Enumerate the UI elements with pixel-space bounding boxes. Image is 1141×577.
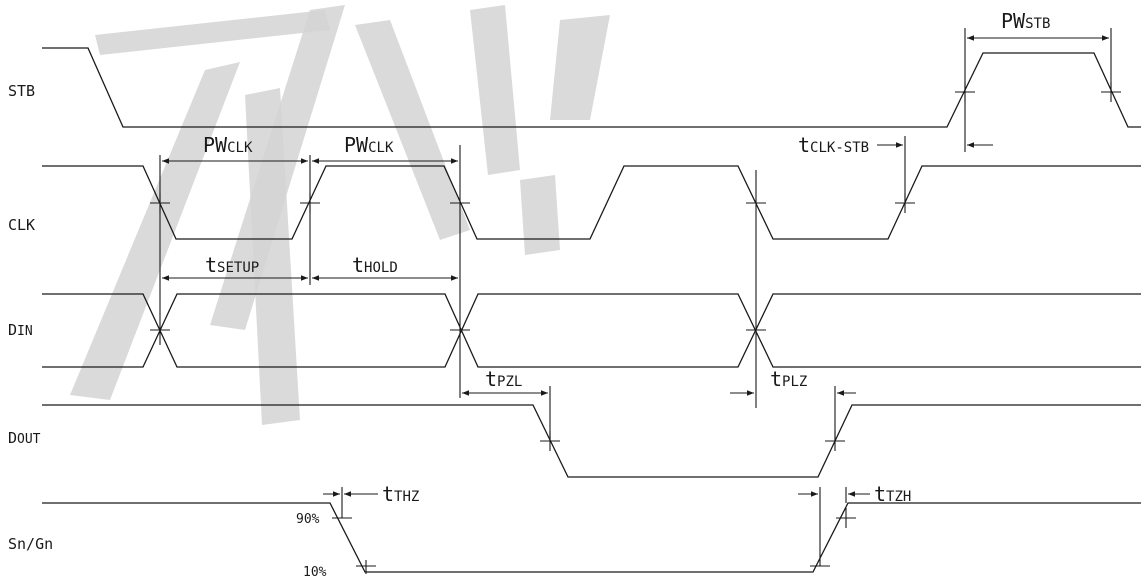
din-waveform-high xyxy=(42,293,1141,368)
label-pwstb: PWSTB xyxy=(1001,9,1050,33)
signal-label-din: DIN xyxy=(8,321,33,339)
clk-waveform xyxy=(42,165,1141,240)
label-tclk-stb: tCLK-STB xyxy=(798,133,869,157)
reference-lines xyxy=(159,28,1112,566)
signal-label-stb: STB xyxy=(8,82,35,100)
label-ttzh: tTZH xyxy=(874,482,911,506)
label-thold: tHOLD xyxy=(352,253,398,277)
timing-arrows xyxy=(162,35,1109,497)
label-tplz: tPLZ xyxy=(770,367,807,391)
signal-label-sngn: Sn/Gn xyxy=(8,535,53,553)
signal-label-clk: CLK xyxy=(8,216,35,234)
din-main: D xyxy=(8,321,17,339)
signal-label-dout: DOUT xyxy=(8,429,41,447)
label-tthz: tTHZ xyxy=(382,482,419,506)
label-tpzl: tPZL xyxy=(485,367,522,391)
sngn-waveform xyxy=(42,502,1141,573)
dout-sub: OUT xyxy=(17,432,41,447)
label-tsetup: tSETUP xyxy=(205,253,259,277)
dout-main: D xyxy=(8,429,17,447)
label-pwclk-1: PWCLK xyxy=(203,133,253,157)
din-sub: IN xyxy=(17,324,33,339)
level-label-10: 10% xyxy=(303,565,327,577)
watermark xyxy=(70,5,610,425)
din-waveform-low xyxy=(42,293,1141,368)
dout-waveform xyxy=(42,404,1141,478)
label-pwclk-2: PWCLK xyxy=(344,133,394,157)
level-label-90: 90% xyxy=(296,512,320,527)
